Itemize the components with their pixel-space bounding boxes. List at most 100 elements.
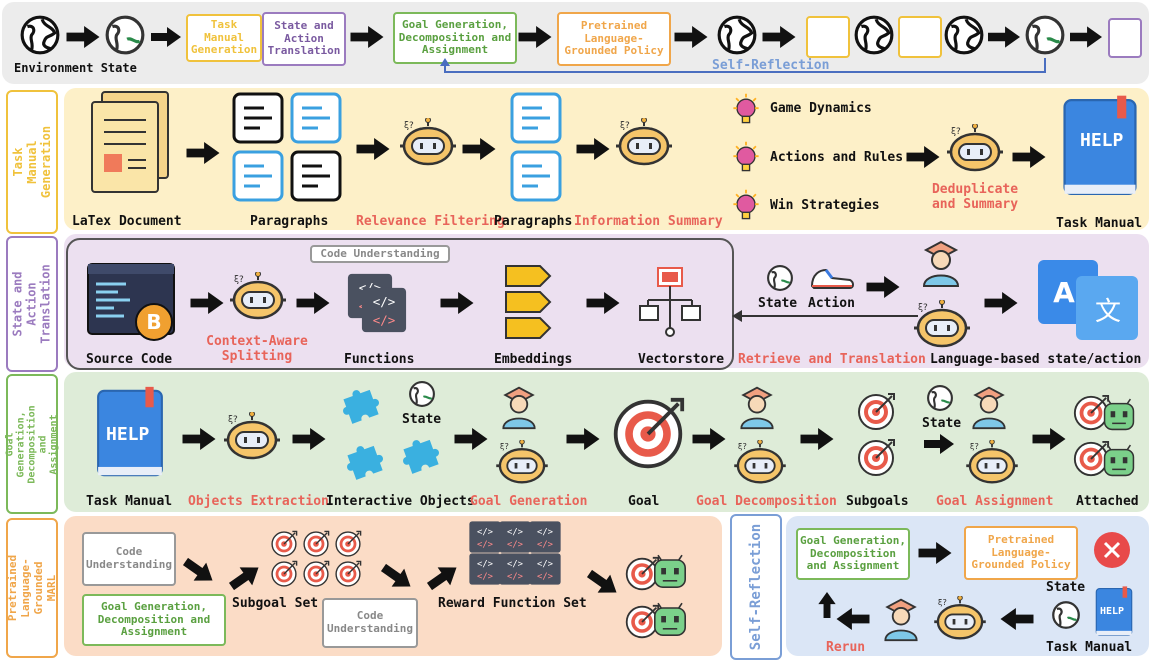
target-icon <box>856 392 896 432</box>
teacher-icon <box>878 596 924 642</box>
teacher-icon <box>916 238 966 288</box>
llm-bot-icon <box>494 440 550 486</box>
arrow-right-icon <box>906 146 940 168</box>
goal-generation-label: Goal Generation <box>470 494 588 509</box>
vectorstore-icon <box>639 267 701 337</box>
teacher-icon <box>966 384 1012 430</box>
arrow-right-icon <box>356 138 390 160</box>
robot-icon <box>650 600 690 640</box>
self-reflection-label: Self-Reflection <box>712 58 830 73</box>
reward-set-label: Reward Function Set <box>438 596 587 611</box>
pretrained-box: Pretrained Language-Grounded Policy <box>557 12 671 66</box>
svg-text:A: A <box>1053 276 1075 309</box>
arrow-left-icon <box>1000 608 1034 630</box>
arrow-down-right-icon <box>380 566 414 588</box>
lightbulb-icon <box>728 188 764 224</box>
arrow-right-icon <box>586 292 620 314</box>
vectorstore-label: Vectorstore <box>638 352 725 367</box>
help-text-2: HELP <box>106 424 150 445</box>
interactive-objects-label: Interactive Objects <box>326 494 475 509</box>
llm-bot-icon <box>222 412 282 462</box>
blank-box <box>898 16 942 58</box>
arrow-right-icon <box>454 428 488 450</box>
target-icon <box>856 438 896 478</box>
globe-icon <box>408 380 436 408</box>
arrow-right-icon <box>918 542 952 564</box>
puzzle-icon <box>400 434 440 474</box>
arrow-right-icon <box>866 276 900 298</box>
arrow-right-icon <box>984 292 1018 314</box>
arrow-right-icon <box>924 434 954 454</box>
goal-gen-box-2: Goal Generation, Decomposition and Assig… <box>82 594 226 646</box>
task-manual-label-2: Task Manual <box>86 494 173 509</box>
svg-text:文: 文 <box>1095 297 1121 327</box>
paragraphs-label-2: Paragraphs <box>494 214 573 229</box>
retrieve-label: Retrieve and Translation <box>738 352 926 367</box>
pretrained-box-2: Pretrained Language-Grounded Policy <box>964 526 1078 580</box>
blank-box <box>806 16 850 58</box>
llm-bot-icon <box>945 124 1005 174</box>
self-reflection-loop <box>440 58 1046 73</box>
arrow-up-icon <box>808 586 834 620</box>
lightbulb-icon <box>728 92 764 128</box>
embeddings-label: Embeddings <box>494 352 573 367</box>
arrow-left-icon <box>836 608 870 630</box>
close-icon <box>1094 532 1130 568</box>
arrow-right-icon <box>440 292 474 314</box>
llm-bot-icon <box>964 440 1020 486</box>
arrow-right-icon <box>462 138 496 160</box>
svg-text:B: B <box>146 310 161 334</box>
sr-tab: Self-Reflection <box>730 514 782 660</box>
llm-bot-icon <box>932 596 988 642</box>
robot-icon <box>1100 442 1138 480</box>
paragraphs-icon <box>232 92 342 202</box>
plg-tab: Pretrained Language-Grounded MARL <box>6 518 58 658</box>
game-dynamics-label: Game Dynamics <box>770 101 872 116</box>
arrow-up-right-icon <box>228 566 262 588</box>
help-text: HELP <box>1080 130 1124 151</box>
relevance-label: Relevance Filtering <box>356 214 505 229</box>
state-label-2: State <box>402 412 442 427</box>
goal-gen-box: Goal Generation, Decomposition and Assig… <box>393 12 517 64</box>
code-understanding-group <box>66 238 734 370</box>
task-manual-label-3: Task Manual <box>1046 640 1133 655</box>
sat-tab: State and Action Translation <box>6 236 58 372</box>
subgoals-label: Subgoals <box>846 494 909 509</box>
action-label: Action <box>808 296 855 311</box>
source-code-icon: B <box>87 263 175 341</box>
state-label-3: State <box>922 416 962 431</box>
context-aware-label: Context-Aware Splitting <box>206 334 308 364</box>
win-strategies-label: Win Strategies <box>770 198 880 213</box>
paragraphs-icon <box>510 92 562 202</box>
code-understanding-box-1: Code Understanding <box>82 532 176 586</box>
teacher-icon <box>496 384 542 430</box>
llm-bot-icon <box>912 300 972 350</box>
latex-label: LaTex Document <box>72 214 182 229</box>
arrow-right-icon <box>182 428 216 450</box>
llm-bot-icon <box>614 118 674 168</box>
lightbulb-icon <box>728 140 764 176</box>
goal-decomposition-label: Goal Decomposition <box>696 494 837 509</box>
task-manual-gen-box: Task Manual Generation <box>186 14 262 62</box>
arrow-right-icon <box>186 142 220 164</box>
document-icon <box>91 91 169 193</box>
subgoal-target-icons <box>271 530 362 587</box>
puzzle-icon <box>344 440 384 480</box>
goal-assignment-label: Goal Assignment <box>936 494 1054 509</box>
goal-gen-box-3: Goal Generation, Decomposition and Assig… <box>796 528 910 580</box>
arrow-up-right-icon <box>426 566 460 588</box>
dedup-label: Deduplicate and Summary <box>931 182 1019 212</box>
functions-label: Functions <box>344 352 415 367</box>
llm-bot-icon <box>732 440 788 486</box>
stacked-boxes <box>1108 18 1142 58</box>
globe-icon <box>926 384 954 412</box>
arrow-right-icon <box>800 428 834 450</box>
globe-icon <box>1046 600 1086 630</box>
robot-icon <box>1100 396 1138 434</box>
globe-icon <box>766 264 794 292</box>
arrow-right-icon <box>296 292 330 314</box>
paragraphs-label: Paragraphs <box>250 214 329 229</box>
code-understanding-tag: Code Understanding <box>310 245 450 263</box>
target-icon <box>610 396 686 472</box>
llm-bot-icon <box>228 272 288 322</box>
